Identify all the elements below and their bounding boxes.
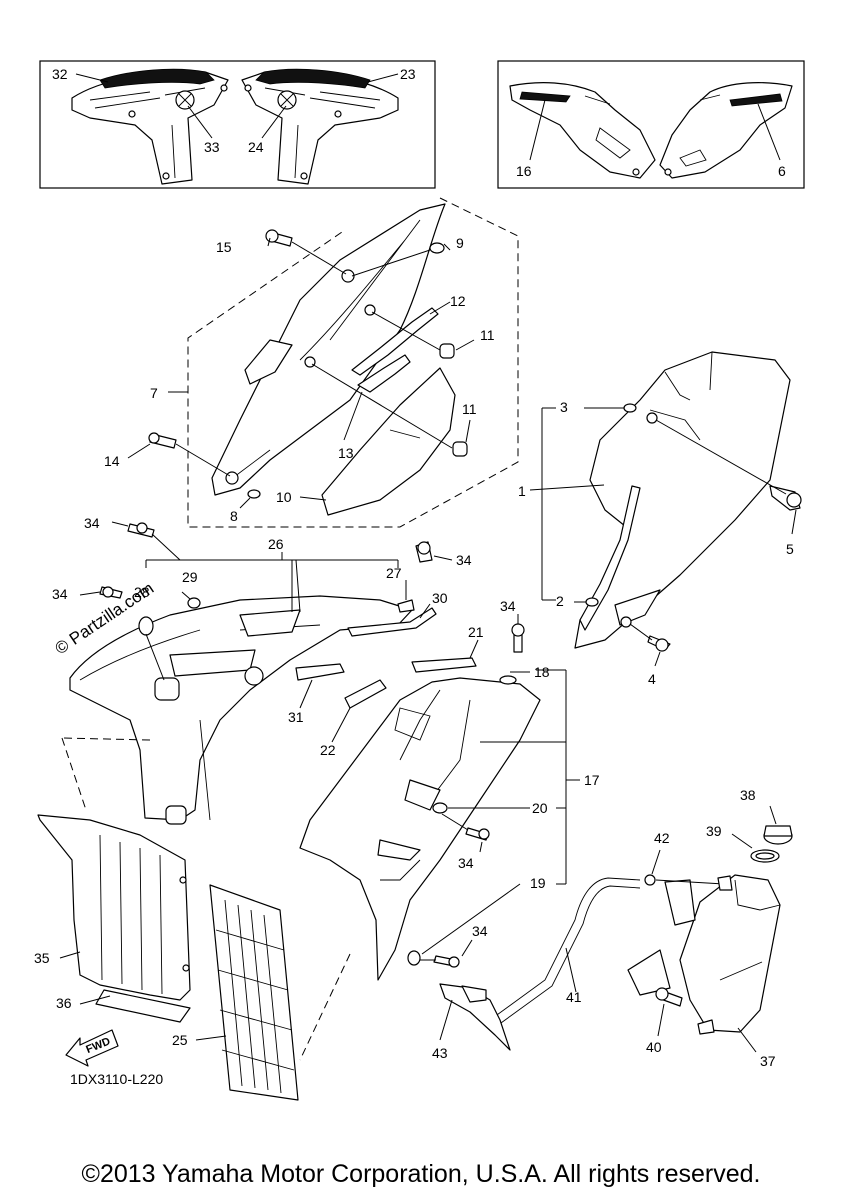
radiator-shroud-left-26 [61,521,453,825]
callout-13: 13 [338,445,354,461]
callout-29: 29 [182,569,198,585]
callout-10: 10 [276,489,292,505]
radiator-louver-35 [37,814,191,1023]
callout-19: 19 [530,875,546,891]
callout-39: 39 [706,823,722,839]
callout-40: 40 [646,1039,662,1055]
callout-34: 34 [456,552,472,568]
callout-36: 36 [56,995,72,1011]
callout-17: 17 [584,772,600,788]
callout-42: 42 [654,830,670,846]
callout-11: 11 [462,401,477,417]
callout-38: 38 [740,787,756,803]
inset-graphics-right [497,60,805,189]
callout-9: 9 [456,235,464,251]
radiator-grille-25 [195,884,299,1101]
callout-12: 12 [450,293,466,309]
callout-18: 18 [534,664,550,680]
callout-30: 30 [432,590,448,606]
callout-21: 21 [468,624,484,640]
side-cover-right-1 [529,351,802,667]
callout-2: 2 [556,593,564,609]
inset-graphics-left [39,60,436,189]
callout-31: 31 [288,709,304,725]
callout-6: 6 [778,163,786,179]
callout-27: 27 [386,565,402,581]
callout-3: 3 [560,399,568,415]
callout-5: 5 [786,541,794,557]
callout-16: 16 [516,163,532,179]
callout-23: 23 [400,66,416,82]
callout-34: 34 [472,923,488,939]
fwd-arrow: FWD [65,1029,119,1067]
callout-32: 32 [52,66,68,82]
callout-25: 25 [172,1032,188,1048]
callout-43: 43 [432,1045,448,1061]
callout-22: 22 [320,742,336,758]
callout-14: 14 [104,453,120,469]
diagram-code: 1DX3110-L220 [70,1071,163,1087]
callout-37: 37 [760,1053,776,1069]
callout-28: 28 [134,584,150,600]
callout-35: 35 [34,950,50,966]
callout-15: 15 [216,239,232,255]
callout-26: 26 [268,536,284,552]
side-cover-assembly-box [127,197,519,528]
callout-8: 8 [230,508,238,524]
callout-33: 33 [204,139,220,155]
callout-1: 1 [518,483,526,499]
callout-11: 11 [480,327,495,343]
callout-7: 7 [150,385,158,401]
callout-34: 34 [500,598,516,614]
callout-41: 41 [566,989,582,1005]
callout-20: 20 [532,800,548,816]
callout-24: 24 [248,139,264,155]
callout-4: 4 [648,671,656,687]
radiator-shroud-right-17 [299,614,580,1061]
callout-34: 34 [84,515,100,531]
callout-34: 34 [52,586,68,602]
copyright-notice: ©2013 Yamaha Motor Corporation, U.S.A. A… [81,1160,761,1188]
callout-34: 34 [458,855,474,871]
coolant-reservoir-37 [439,805,793,1053]
